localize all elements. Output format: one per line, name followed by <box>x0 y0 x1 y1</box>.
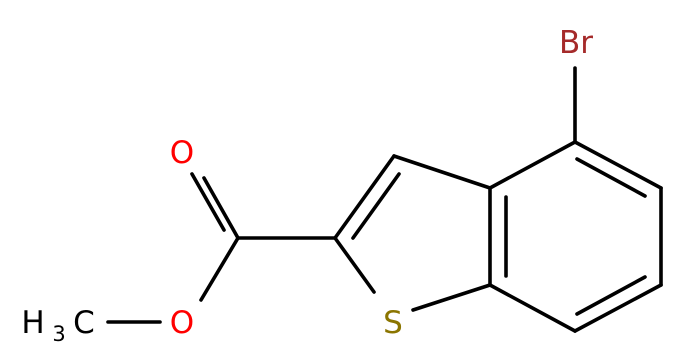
bond-c3a-c3 <box>392 154 492 190</box>
carbonyl-oxygen-label: O <box>170 135 194 171</box>
bond-c3a-c4 <box>488 140 577 190</box>
methyl-subscript-label: 3 <box>52 322 65 346</box>
bond-c6-c7 <box>573 283 663 333</box>
methyl-h-label: H <box>21 305 44 341</box>
bond-s-c7a <box>411 283 492 312</box>
bromine-label: Br <box>559 25 593 61</box>
atom-labels: Br O O S H 3 C <box>21 25 593 346</box>
bond-c2-s <box>333 236 376 294</box>
bond-c-o-double-b <box>190 172 226 232</box>
bond-c7-c7a <box>488 283 577 333</box>
bond-c-o-single <box>199 236 240 302</box>
bond-c4-c5-inner <box>575 157 647 198</box>
methyl-c-label: C <box>73 305 95 341</box>
sulfur-label: S <box>383 305 403 341</box>
bond-c3-c2-inner <box>351 172 401 240</box>
bond-c6-c7-inner <box>575 275 647 316</box>
bond-c-o-double-a <box>202 176 240 240</box>
ester-oxygen-label: O <box>170 305 194 341</box>
bond-c3-c2 <box>333 154 396 240</box>
methyl-group-label: H 3 C <box>21 305 94 346</box>
bond-c4-c5 <box>573 140 663 190</box>
bonds <box>106 66 663 333</box>
